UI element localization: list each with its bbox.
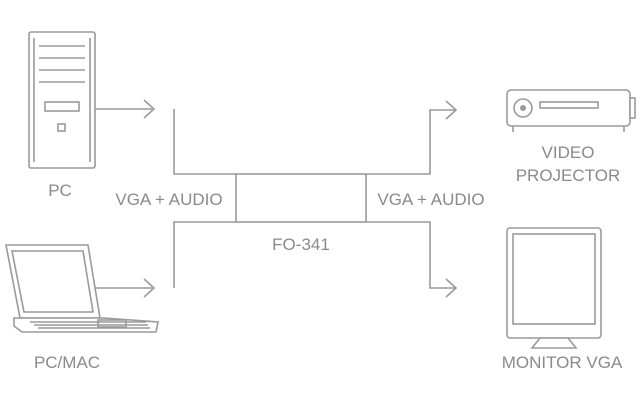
- video-projector-icon: [506, 89, 636, 132]
- projector-label-line2: PROJECTOR: [516, 166, 621, 185]
- fo-341-converter: [235, 173, 367, 223]
- pc-label: PC: [48, 181, 72, 200]
- output-cables: [366, 100, 458, 298]
- laptop-icon: [5, 244, 159, 333]
- input-cables: [95, 99, 236, 298]
- device-model-label: FO-341: [272, 235, 330, 254]
- input-signal-label: VGA + AUDIO: [115, 190, 222, 209]
- monitor-label: MONITOR VGA: [502, 353, 623, 372]
- output-signal-label: VGA + AUDIO: [377, 190, 484, 209]
- monitor-icon: [506, 227, 602, 349]
- pc-mac-label: PC/MAC: [34, 353, 100, 372]
- pc-tower-icon: [28, 31, 96, 169]
- projector-label-line1: VIDEO: [542, 143, 595, 162]
